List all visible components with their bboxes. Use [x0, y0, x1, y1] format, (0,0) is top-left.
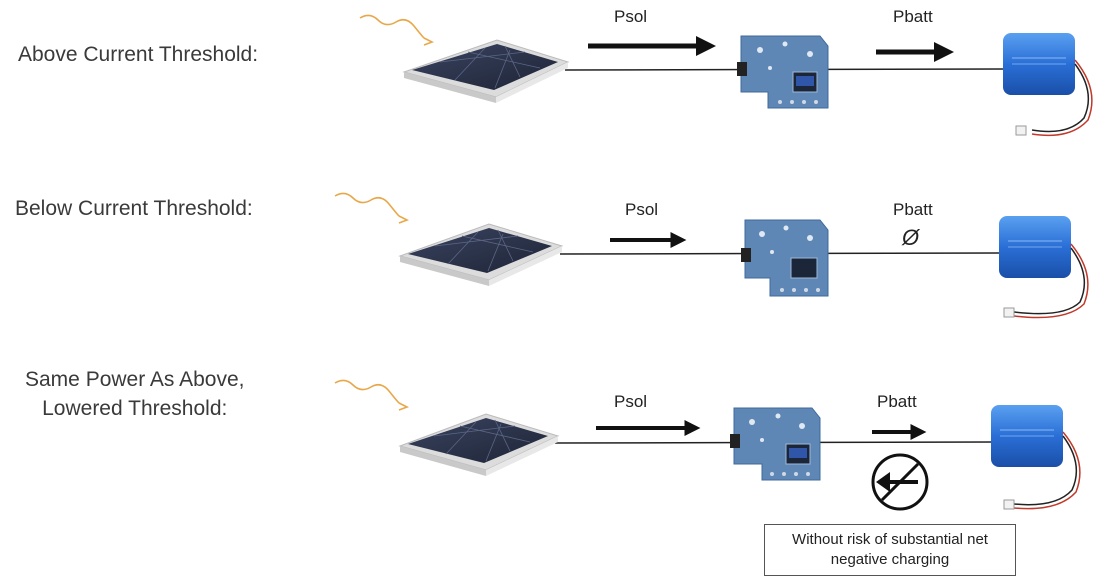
row2-solar-panel-icon: [398, 223, 564, 286]
row2-sun-ray-icon: [334, 192, 400, 217]
row2-empty-set-symbol: Ø: [902, 225, 920, 250]
row1-label: Above Current Threshold:: [18, 43, 259, 66]
caption-box: Without risk of substantial net negative…: [764, 524, 1016, 576]
row2-sun-ray-head-icon: [398, 215, 409, 224]
caption-line2: negative charging: [830, 551, 950, 568]
row3-label-line1: Same Power As Above,: [25, 368, 245, 391]
no-reverse-flow-icon: [871, 453, 929, 511]
row2-battery-icon: [999, 216, 1089, 319]
row2-controller-board-icon: [741, 219, 829, 297]
row2-pbatt-label: Pbatt: [893, 200, 933, 219]
row2-group: [334, 192, 1089, 319]
row1-sun-ray-head-icon: [423, 37, 434, 46]
caption-line1: Without risk of substantial net: [792, 531, 988, 548]
row2-psol-label: Psol: [625, 200, 659, 219]
row1-battery-icon: [1003, 33, 1093, 137]
row3-label: Same Power As Above, Lowered Threshold:: [25, 365, 244, 423]
row1-controller-board-icon: [737, 35, 829, 109]
row2-label: Below Current Threshold:: [15, 197, 253, 220]
row1-sun-ray-icon: [359, 14, 425, 39]
row3-label-line2: Lowered Threshold:: [42, 397, 228, 420]
row1-pbatt-label: Pbatt: [893, 7, 933, 26]
row3-sun-ray-icon: [334, 379, 400, 404]
row1-group: [359, 14, 1093, 137]
row3-controller-board-icon: [730, 407, 821, 481]
row3-group: [334, 379, 1081, 511]
row3-battery-icon: [991, 405, 1081, 510]
row3-pbatt-label: Pbatt: [877, 392, 917, 411]
row1-solar-panel-icon: [402, 39, 570, 103]
row3-solar-panel-icon: [398, 413, 560, 476]
row1-psol-label: Psol: [614, 7, 648, 26]
row3-sun-ray-head-icon: [398, 402, 409, 411]
row3-psol-label: Psol: [614, 392, 648, 411]
